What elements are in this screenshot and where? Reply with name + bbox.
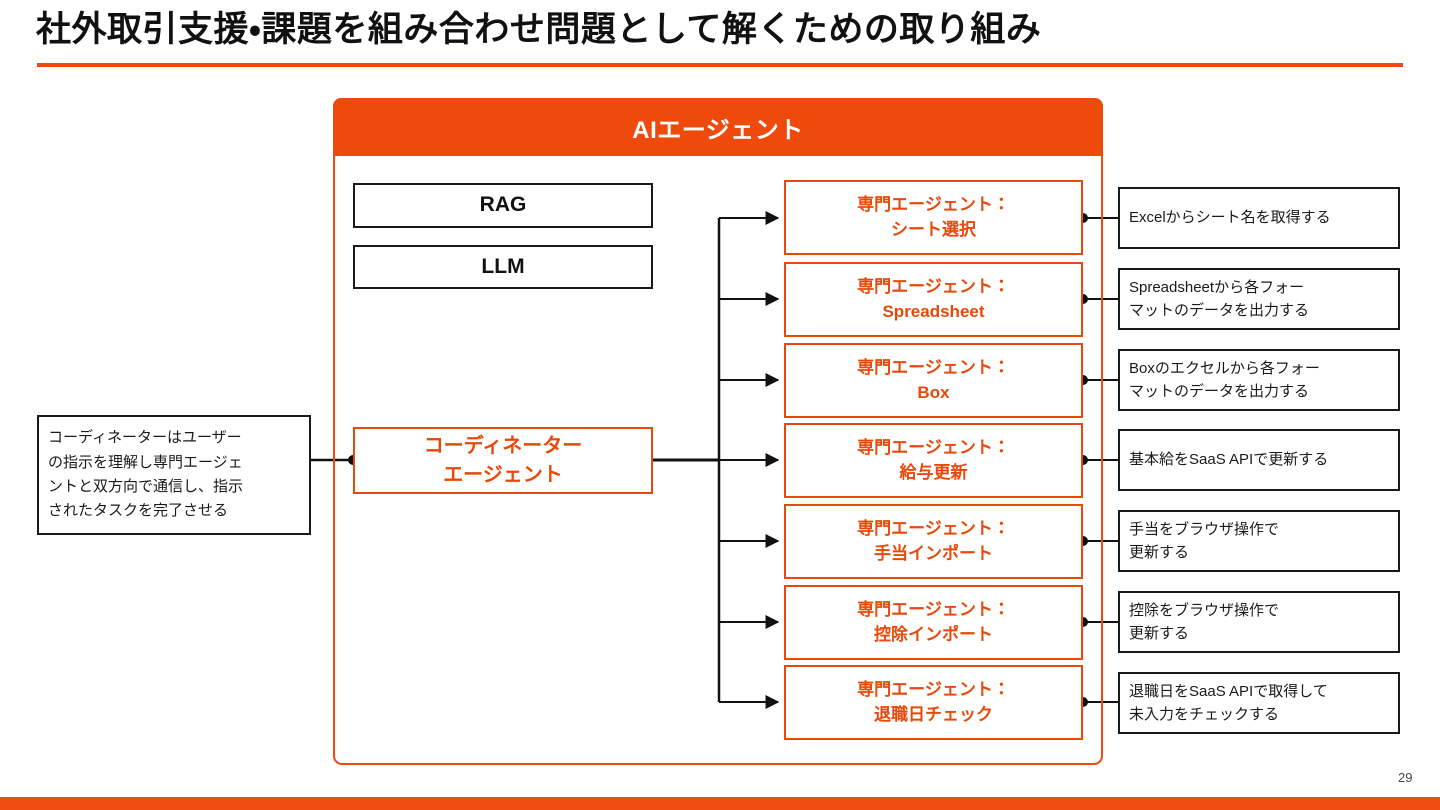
- agent-description-retirement-date-check: 退職日をSaaS APIで取得して 未入力をチェックする: [1118, 672, 1400, 734]
- agent-description-text-allowance-import: 手当をブラウザ操作で 更新する: [1129, 520, 1280, 561]
- agent-description-salary-update: 基本給をSaaS APIで更新する: [1118, 429, 1400, 491]
- agent-description-text-box: Boxのエクセルから各フォー マットのデータを出力する: [1129, 359, 1320, 400]
- agent-description-text-sheet-select: Excelからシート名を取得する: [1129, 209, 1331, 227]
- agent-label-allowance-import: 専門エージェント： 手当インポート: [857, 518, 1010, 563]
- agent-label-spreadsheet: 専門エージェント： Spreadsheet: [857, 276, 1010, 321]
- agent-description-deduction-import: 控除をブラウザ操作で 更新する: [1118, 591, 1400, 653]
- agent-box-salary-update[interactable]: 専門エージェント： 給与更新: [784, 423, 1083, 498]
- coordinator-agent-box[interactable]: コーディネーター エージェント: [353, 427, 653, 494]
- page-title: 社外取引支援・課題を組み合わせ問題として解くための取り組み: [36, 10, 1042, 49]
- agent-box-retirement-date-check[interactable]: 専門エージェント： 退職日チェック: [784, 665, 1083, 740]
- agent-description-box: Boxのエクセルから各フォー マットのデータを出力する: [1118, 349, 1400, 411]
- agent-label-salary-update: 専門エージェント： 給与更新: [857, 437, 1010, 482]
- agent-label-retirement-date-check: 専門エージェント： 退職日チェック: [857, 679, 1010, 724]
- agent-description-text-salary-update: 基本給をSaaS APIで更新する: [1129, 451, 1329, 469]
- component-rag[interactable]: RAG: [353, 183, 653, 228]
- coordinator-description-box: コーディネーターはユーザー の指示を理解し専門エージェ ントと双方向で通信し、指…: [37, 415, 311, 535]
- agent-label-box: 専門エージェント： Box: [857, 357, 1010, 402]
- agent-description-sheet-select: Excelからシート名を取得する: [1118, 187, 1400, 249]
- component-rag-label: RAG: [479, 193, 527, 217]
- agent-description-text-spreadsheet: Spreadsheetから各フォー マットのデータを出力する: [1129, 278, 1310, 319]
- agent-box-deduction-import[interactable]: 専門エージェント： 控除インポート: [784, 585, 1083, 660]
- footer-accent-bar: [0, 797, 1440, 810]
- agent-description-allowance-import: 手当をブラウザ操作で 更新する: [1118, 510, 1400, 572]
- agent-label-sheet-select: 専門エージェント： シート選択: [857, 194, 1010, 239]
- component-llm[interactable]: LLM: [353, 245, 653, 289]
- coordinator-agent-label: コーディネーター エージェント: [423, 434, 583, 486]
- agent-box-allowance-import[interactable]: 専門エージェント： 手当インポート: [784, 504, 1083, 579]
- ai-agent-container-header: AIエージェント: [333, 98, 1103, 156]
- agent-box-box[interactable]: 専門エージェント： Box: [784, 343, 1083, 418]
- agent-box-spreadsheet[interactable]: 専門エージェント： Spreadsheet: [784, 262, 1083, 337]
- agent-box-sheet-select[interactable]: 専門エージェント： シート選択: [784, 180, 1083, 255]
- coordinator-description-text: コーディネーターはユーザー の指示を理解し専門エージェ ントと双方向で通信し、指…: [48, 429, 244, 520]
- agent-description-text-deduction-import: 控除をブラウザ操作で 更新する: [1129, 601, 1280, 642]
- title-underline-rule: [37, 63, 1403, 67]
- page-number: 29: [1398, 770, 1413, 785]
- component-llm-label: LLM: [481, 254, 525, 278]
- agent-description-text-retirement-date-check: 退職日をSaaS APIで取得して 未入力をチェックする: [1129, 682, 1328, 723]
- ai-agent-title: AIエージェント: [632, 116, 804, 144]
- agent-description-spreadsheet: Spreadsheetから各フォー マットのデータを出力する: [1118, 268, 1400, 330]
- agent-label-deduction-import: 専門エージェント： 控除インポート: [857, 599, 1010, 644]
